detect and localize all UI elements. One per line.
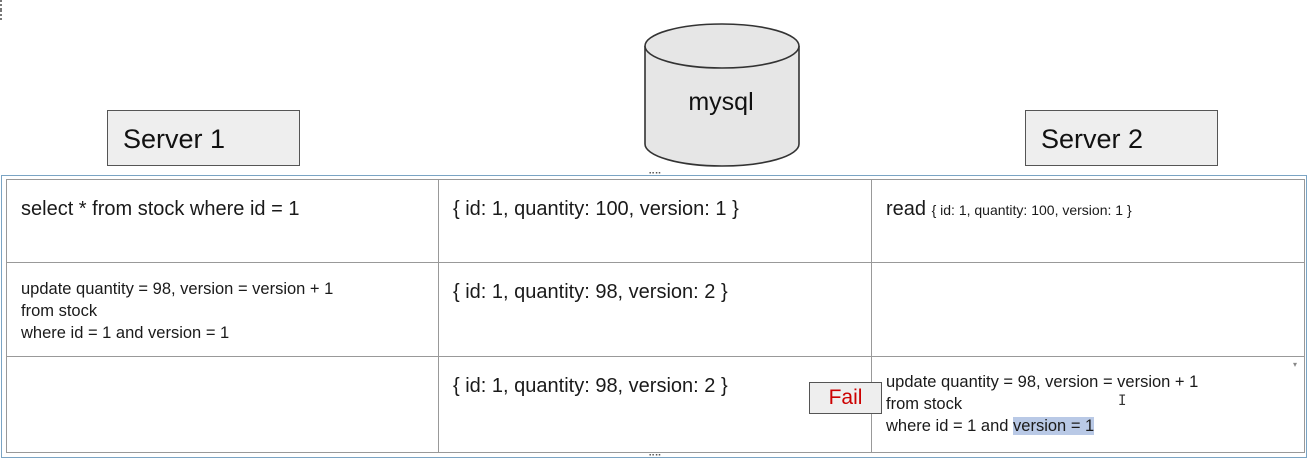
query-line-prefix: where id = 1 and (886, 417, 1014, 435)
table-cell[interactable]: { id: 1, quantity: 98, version: 2 } (438, 356, 872, 453)
server-2-read-label: read (886, 198, 927, 220)
table-cell[interactable]: update quantity = 98, version = version … (6, 262, 439, 357)
query-line: update quantity = 98, version = version … (21, 280, 334, 298)
table-selection-frame[interactable] (1, 175, 1307, 458)
table-cell[interactable]: { id: 1, quantity: 98, version: 2 } (438, 262, 872, 357)
database-cylinder-icon (644, 23, 800, 167)
server-1-select-query: select * from stock where id = 1 (21, 198, 300, 220)
server-1-update-query: update quantity = 98, version = version … (7, 263, 438, 344)
table-cell[interactable] (871, 262, 1305, 357)
query-line: from stock (21, 302, 98, 320)
resize-handle-top[interactable]: ⠒⠒ (648, 169, 662, 180)
query-line: where id = 1 and version = 1 (21, 324, 230, 342)
server-2-update-query: update quantity = 98, version = version … (872, 357, 1304, 437)
server-2-label: Server 2 (1041, 124, 1144, 154)
db-state-row-1: { id: 1, quantity: 100, version: 1 } (453, 198, 739, 220)
table-cell[interactable]: select * from stock where id = 1 (6, 179, 439, 263)
server-2-read-value: { id: 1, quantity: 100, version: 1 } (931, 202, 1132, 218)
table-cell[interactable]: { id: 1, quantity: 100, version: 1 } (438, 179, 872, 263)
table-row: { id: 1, quantity: 98, version: 2 } upda… (6, 356, 1305, 453)
db-state-row-3: { id: 1, quantity: 98, version: 2 } (453, 375, 728, 397)
table-row: select * from stock where id = 1 { id: 1… (6, 179, 1305, 263)
server-2-read-cell: read { id: 1, quantity: 100, version: 1 … (872, 180, 1304, 222)
table-cell[interactable] (6, 356, 439, 453)
query-line: where id = 1 and version = 1 (886, 415, 1304, 437)
chevron-down-icon[interactable]: ▾ (1293, 360, 1298, 369)
server-2-box: Server 2 (1025, 110, 1218, 166)
server-1-box: Server 1 (107, 110, 300, 166)
table-cell[interactable]: update quantity = 98, version = version … (871, 356, 1305, 453)
table-cell[interactable]: read { id: 1, quantity: 100, version: 1 … (871, 179, 1305, 263)
server-1-label: Server 1 (123, 124, 226, 154)
query-line: update quantity = 98, version = version … (886, 373, 1199, 391)
selected-text[interactable]: version = 1 (1013, 417, 1095, 435)
fail-badge: Fail (809, 382, 882, 414)
database-label: mysql (688, 88, 754, 116)
resize-handle-left[interactable] (0, 0, 5, 10)
sequence-table[interactable]: select * from stock where id = 1 { id: 1… (6, 179, 1305, 453)
resize-handle-right[interactable] (0, 10, 5, 20)
db-state-row-2: { id: 1, quantity: 98, version: 2 } (453, 281, 728, 303)
query-line: from stock (886, 395, 963, 413)
text-cursor-icon: I (1118, 393, 1127, 409)
resize-handle-bottom[interactable]: ⠒⠒ (648, 451, 662, 462)
table-row: update quantity = 98, version = version … (6, 262, 1305, 357)
